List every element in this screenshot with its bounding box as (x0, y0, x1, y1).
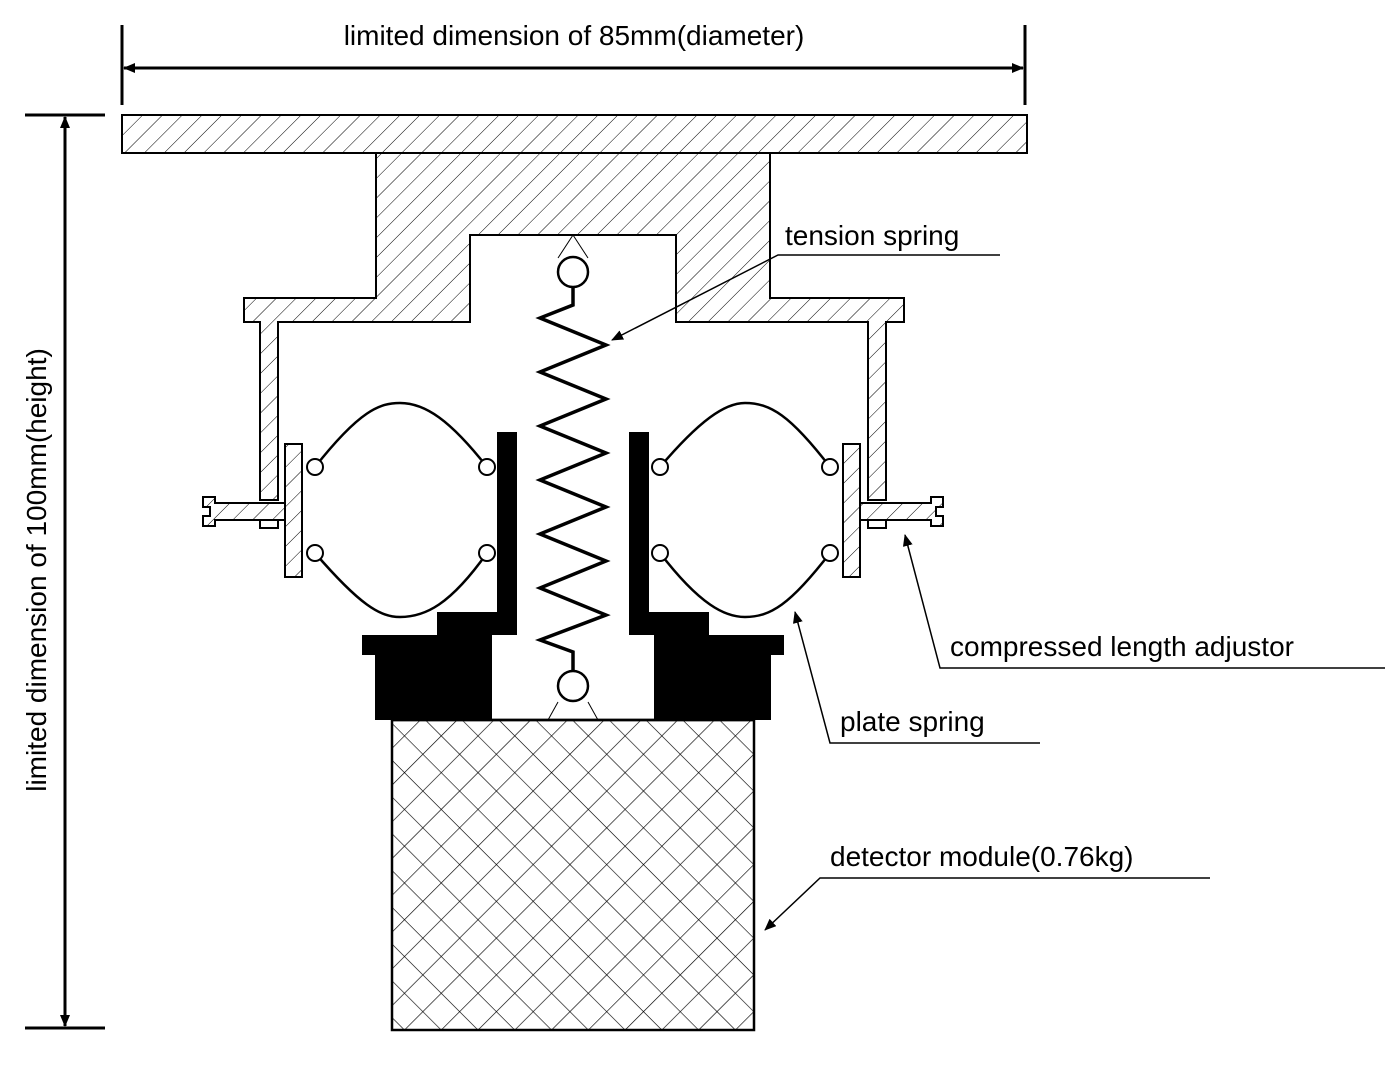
height-dimension-label: limited dimension of 100mm(height) (21, 348, 52, 792)
detector-module-label: detector module(0.76kg) (830, 841, 1134, 872)
adjustor-label: compressed length adjustor (950, 631, 1294, 662)
tension-spring-label: tension spring (785, 220, 959, 251)
housing (121, 114, 1028, 578)
right-adjustor-bolt (859, 496, 944, 527)
left-adjust-plate (284, 443, 303, 578)
holders (362, 432, 784, 720)
width-dimension-label: limited dimension of 85mm(diameter) (344, 20, 805, 51)
right-holder (629, 432, 784, 720)
right-adjust-plate (842, 443, 861, 578)
height-dimension (25, 113, 105, 1030)
left-adjustor-bolt (202, 496, 286, 527)
tension-spring (534, 234, 611, 721)
plate-springs (306, 401, 839, 619)
detector-module (390, 718, 756, 1032)
plate-spring-label: plate spring (840, 706, 985, 737)
spring-housing (243, 152, 905, 501)
left-holder (362, 432, 517, 720)
leader-lines (611, 254, 1385, 931)
width-dimension (120, 25, 1027, 105)
mounting-plate (121, 114, 1028, 154)
